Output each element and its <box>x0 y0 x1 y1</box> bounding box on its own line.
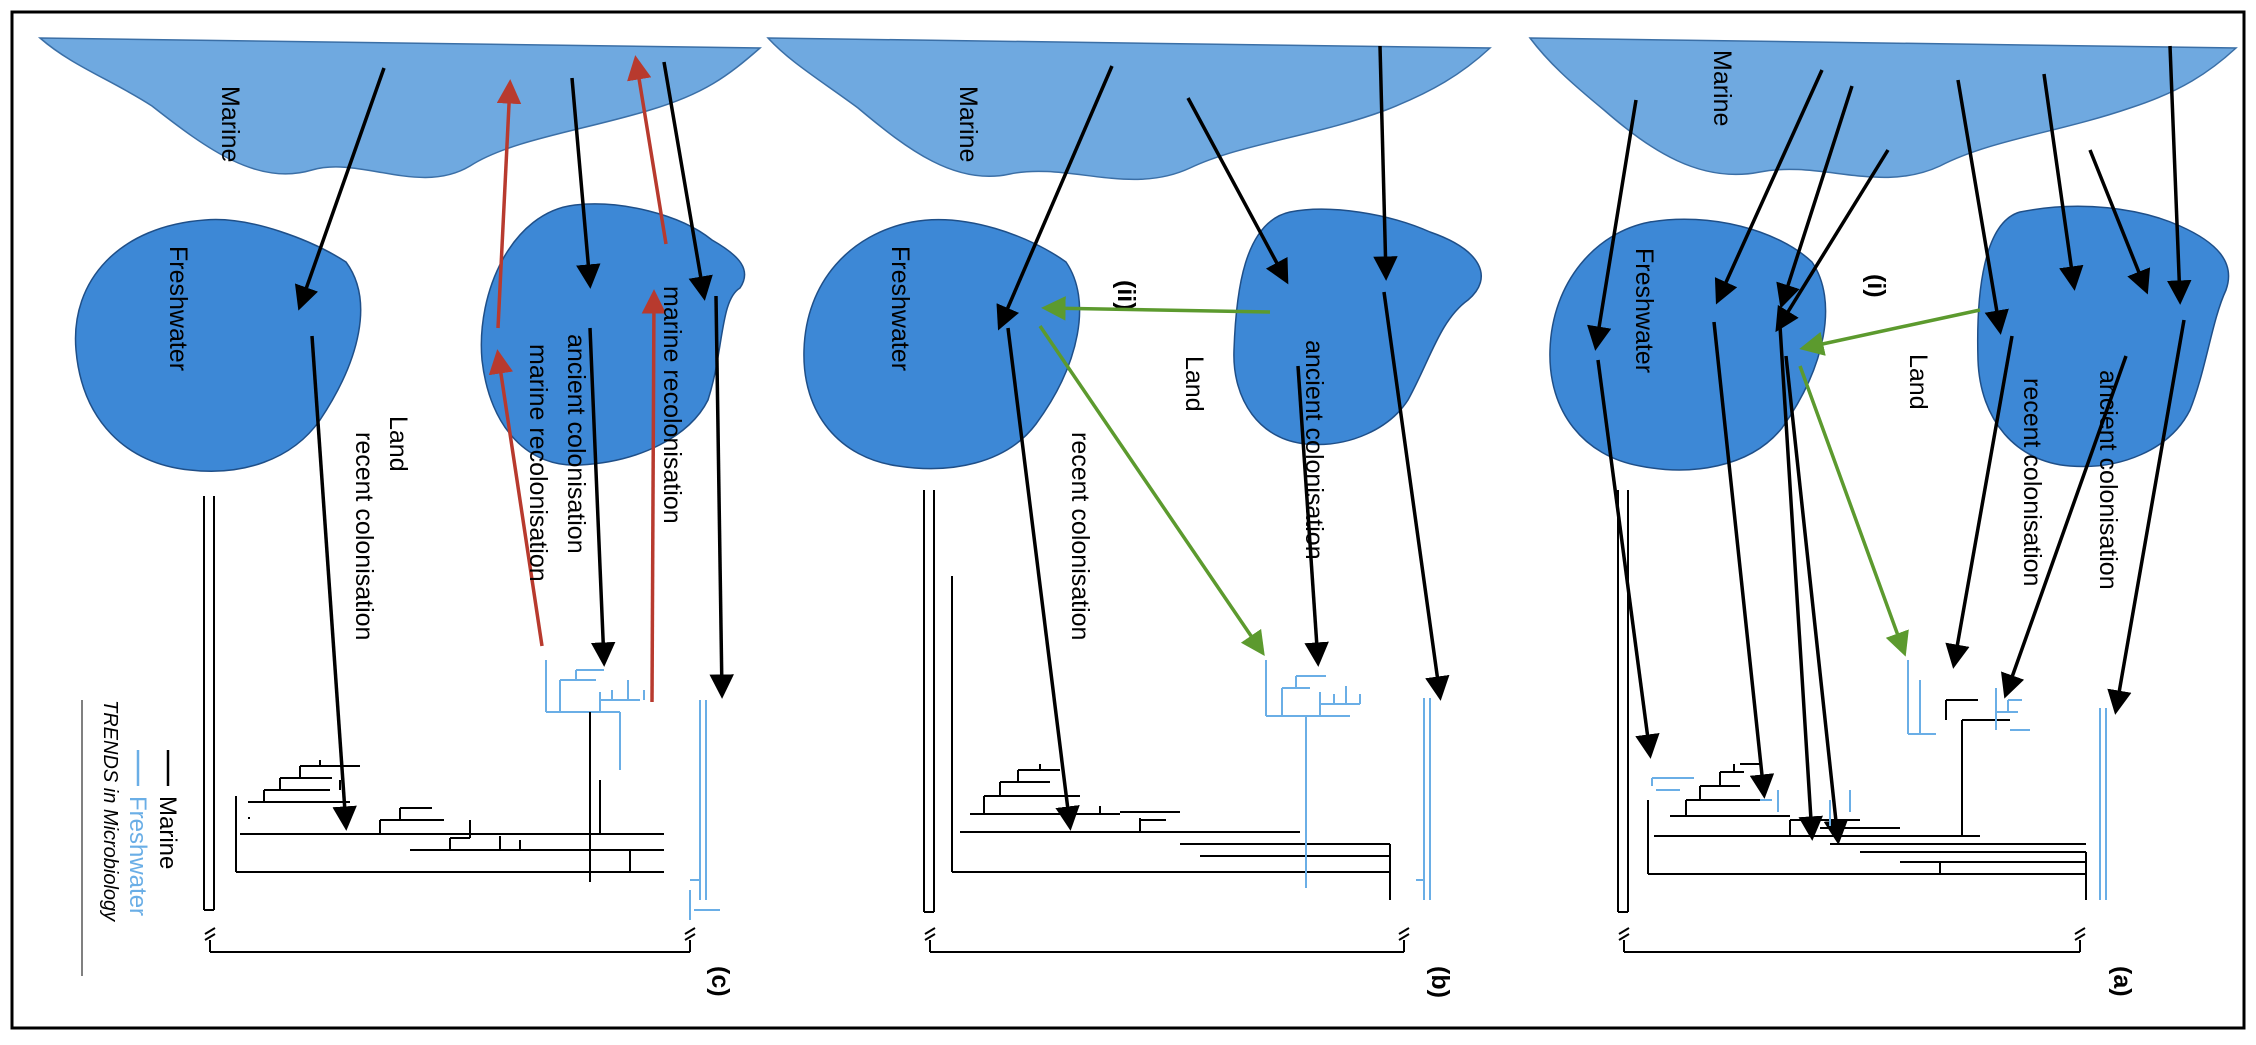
colonisation-arrow <box>1596 359 1660 759</box>
marine-recolonisation-label: marine recolonisation <box>658 286 686 524</box>
phylogenetic-tree <box>1617 490 2107 953</box>
panel-c: Marine Freshwater Land recent colonisati… <box>37 37 762 997</box>
marine-label: Marine <box>216 86 244 162</box>
colonisation-arrow <box>1775 149 1890 333</box>
colonisation-arrow <box>294 67 386 311</box>
figure-border <box>10 10 2246 1030</box>
colonisation-arrow <box>996 65 1114 331</box>
colonisation-arrow <box>1373 45 1398 281</box>
legend-freshwater-label: Freshwater <box>124 796 151 916</box>
marine-region <box>1528 37 2238 179</box>
phylogenetic-tree <box>203 496 720 953</box>
freshwater-label: Freshwater <box>886 246 914 371</box>
ancient-colonisation-label: ancient colonisation <box>2094 370 2122 590</box>
colonisation-arrow <box>662 61 713 301</box>
credit-text: TRENDS in Microbiology <box>99 700 121 922</box>
land-label: Land <box>1180 356 1208 412</box>
legend-marine-label: Marine <box>154 796 181 869</box>
freshwater-region-recent <box>74 218 362 472</box>
colonisation-arrow <box>2088 149 2151 295</box>
ancient-colonisation-label: ancient colonisation <box>562 334 590 554</box>
colonisation-arrow <box>709 295 734 699</box>
colonisation-arrow <box>1382 291 1450 701</box>
freshwater-label: Freshwater <box>1630 248 1658 373</box>
colonisation-arrow <box>1712 321 1775 799</box>
colonisation-arrow <box>2107 319 2186 715</box>
colonisation-arrow <box>1006 327 1080 831</box>
colonisation-arrow <box>1186 97 1289 285</box>
colonisation-arrow <box>1587 99 1638 351</box>
ancient-colonisation-label: ancient colonisation <box>1300 340 1328 560</box>
transfer-arrow <box>1038 325 1265 657</box>
freshwater-label: Freshwater <box>164 246 192 371</box>
land-label: Land <box>384 416 412 472</box>
freshwater-region-ancient <box>1233 208 1482 446</box>
colonisation-arrow <box>310 335 357 831</box>
freshwater-region-ancient <box>480 203 746 466</box>
colonisation-arrow <box>2001 355 2128 699</box>
marine-region <box>37 37 762 179</box>
event-label-i: (i) <box>1862 274 1890 298</box>
recent-colonisation-label: recent colonisation <box>1066 432 1094 640</box>
colonisation-arrow <box>1956 79 2009 335</box>
phylogenetic-tree <box>923 490 1431 953</box>
recolonisation-arrow <box>641 289 667 703</box>
freshwater-region-recent <box>803 218 1081 470</box>
recolonisation-arrow <box>496 79 522 329</box>
colonisation-arrow <box>570 77 601 289</box>
marine-label: Marine <box>1708 50 1736 126</box>
land-label: Land <box>1904 354 1932 410</box>
recent-colonisation-label: recent colonisation <box>2018 378 2046 586</box>
recolonisation-arrow <box>627 55 668 245</box>
colonisation-arrow <box>588 327 616 667</box>
freshwater-region-recent <box>1549 218 1827 471</box>
colonisation-arrow <box>1778 325 1823 841</box>
colonisation-arrow <box>1945 335 2014 669</box>
marine-recolonisation-label: marine recolonisation <box>524 344 552 582</box>
recolonisation-arrow <box>488 349 544 647</box>
colonisation-arrow <box>1296 365 1329 667</box>
panel-label-c: (c) <box>706 966 734 997</box>
colonisation-arrow <box>2042 73 2084 291</box>
colonisation-arrow <box>2166 45 2192 305</box>
panel-label-b: (b) <box>1426 966 1454 998</box>
transfer-arrow <box>1041 296 1271 321</box>
marine-region <box>766 37 1492 181</box>
panel-a: Marine Freshwater Land (i) recent coloni… <box>1528 37 2238 997</box>
colonisation-arrow <box>1784 355 1849 845</box>
colonisation-arrow <box>1714 69 1824 305</box>
colonisation-arrow <box>1776 85 1854 309</box>
transfer-arrow <box>1798 365 1909 657</box>
marine-label: Marine <box>954 86 982 162</box>
event-label-ii: (ii) <box>1112 280 1140 311</box>
panel-b: Marine Freshwater Land (ii) recent colon… <box>766 37 1492 998</box>
freshwater-region-ancient <box>1976 205 2230 468</box>
recent-colonisation-label: recent colonisation <box>350 432 378 640</box>
transfer-arrow <box>1799 308 1981 356</box>
panel-label-a: (a) <box>2108 966 2136 997</box>
